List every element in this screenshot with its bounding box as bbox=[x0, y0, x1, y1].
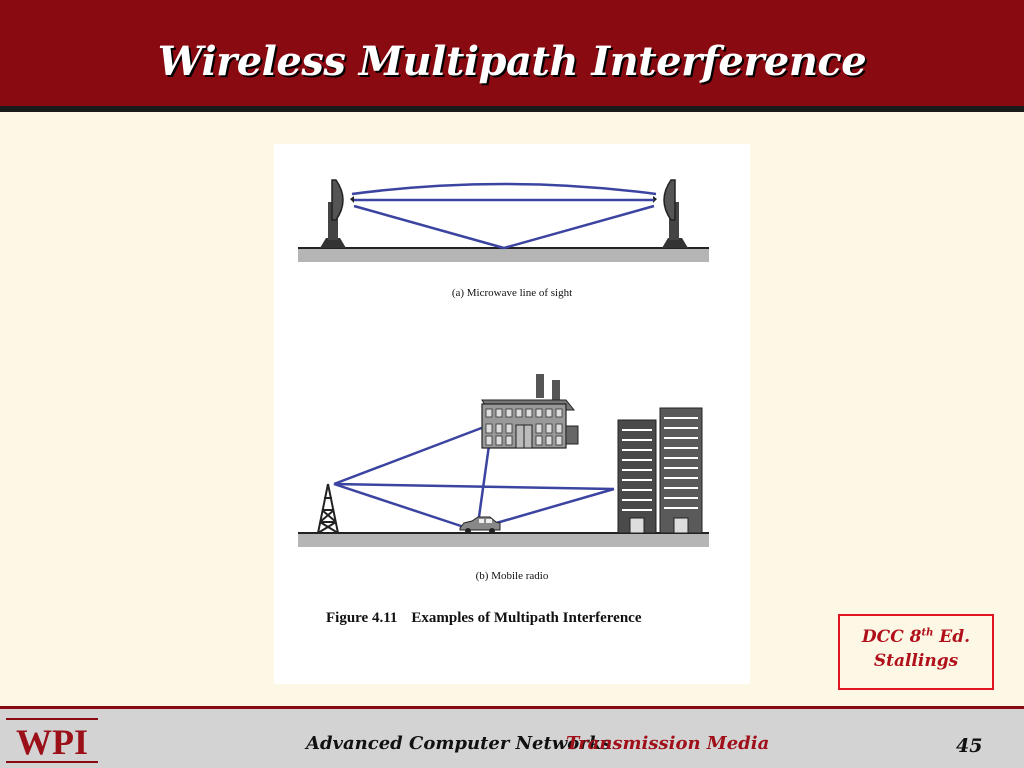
footer-topic: Transmission Media bbox=[566, 733, 770, 754]
radio-tower-icon bbox=[317, 483, 339, 534]
reference-edition: DCC 8th Ed. bbox=[840, 627, 992, 647]
slide-title: Wireless Multipath Interference bbox=[157, 38, 867, 85]
signal-path-a4 bbox=[503, 204, 655, 250]
microwave-los-diagram bbox=[298, 179, 709, 262]
car-icon bbox=[459, 516, 501, 534]
signal-paths-b bbox=[333, 422, 615, 529]
reference-edition-prefix: DCC 8 bbox=[861, 627, 922, 647]
caption-mobile-radio: (b) Mobile radio bbox=[475, 570, 549, 582]
ground-b bbox=[298, 533, 709, 547]
caption-microwave: (a) Microwave line of sight bbox=[451, 287, 573, 299]
multipath-diagram bbox=[298, 179, 709, 547]
footer-rule bbox=[0, 706, 1024, 709]
signal-path-a3 bbox=[353, 204, 505, 250]
page-number: 45 bbox=[956, 735, 983, 757]
building-icon bbox=[481, 374, 579, 449]
reference-edition-sup: th bbox=[921, 627, 934, 639]
reference-box: DCC 8th Ed. Stallings bbox=[838, 614, 994, 690]
reference-author: Stallings bbox=[873, 651, 959, 671]
mobile-radio-diagram bbox=[298, 374, 709, 547]
signal-path-a1 bbox=[351, 182, 657, 196]
wpi-logo: WPI bbox=[6, 718, 98, 763]
figure-title: Examples of Multipath Interference bbox=[411, 610, 642, 626]
ground-a bbox=[298, 248, 709, 262]
multipath-figure: (a) Microwave line of sight (b) Mobile r… bbox=[274, 144, 750, 684]
footer-course: Advanced Computer Networks bbox=[306, 733, 612, 754]
reference-edition-suffix: Ed. bbox=[933, 627, 971, 647]
header-rule bbox=[0, 106, 1024, 112]
figure-number: Figure 4.11 bbox=[326, 610, 398, 626]
figure-caption: Figure 4.11 Examples of Multipath Interfe… bbox=[326, 610, 656, 627]
header-bar bbox=[0, 0, 1024, 106]
wpi-logo-text: WPI bbox=[16, 722, 88, 762]
microwave-dish-icon-right bbox=[653, 179, 688, 248]
skyscraper-icon bbox=[617, 407, 703, 534]
microwave-dish-icon-left bbox=[320, 179, 354, 248]
footer-bar bbox=[0, 706, 1024, 768]
